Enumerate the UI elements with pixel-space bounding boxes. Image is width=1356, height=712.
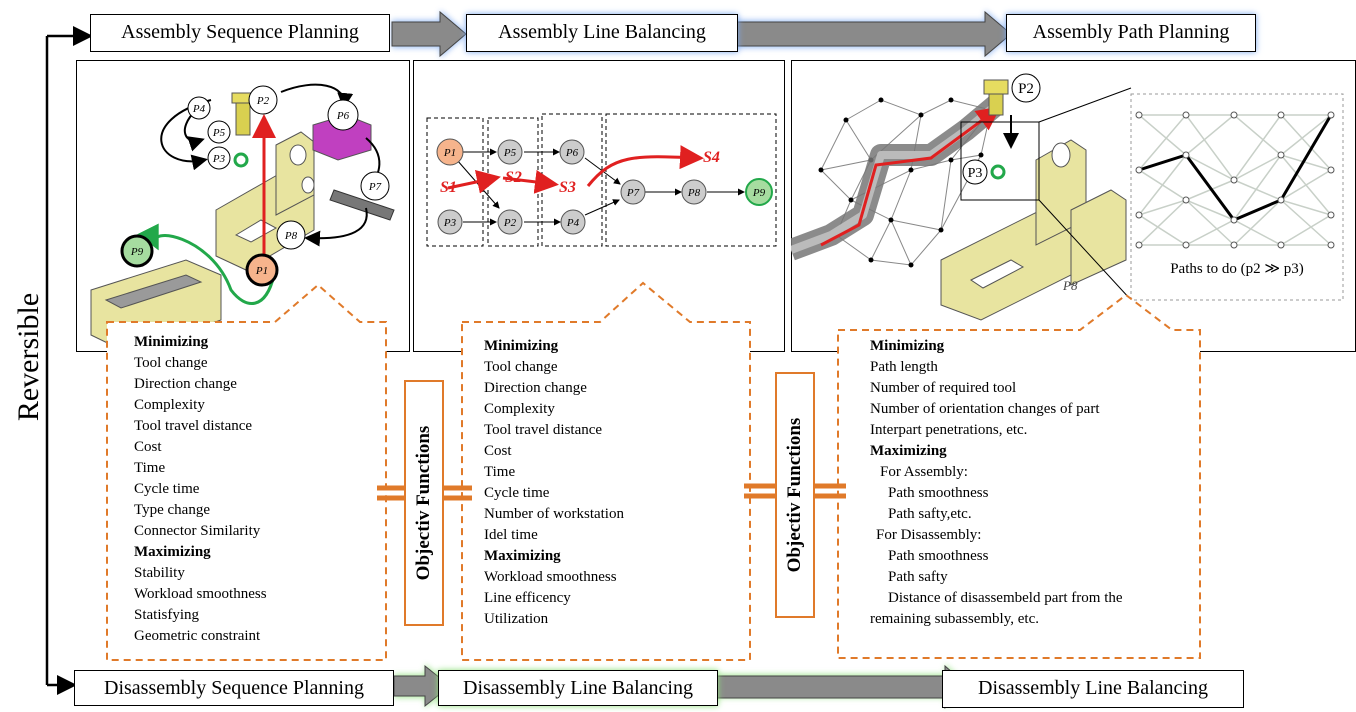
list-item: Interpart penetrations, etc.	[870, 422, 1028, 438]
list-item: remaining subassembly, etc.	[870, 611, 1039, 627]
maximizing-heading: Maximizing	[484, 548, 561, 564]
list-item: Number of workstation	[484, 506, 624, 522]
list-item: Tool change	[134, 355, 208, 371]
for-disassembly-heading: For Disassembly:	[876, 527, 982, 543]
list-item: Utilization	[484, 611, 549, 627]
list-item: Path safty,etc.	[888, 506, 972, 522]
list-item: Line efficency	[484, 590, 571, 606]
seq-s1: S1	[440, 179, 457, 196]
list-item: Complexity	[484, 401, 555, 417]
p7-label: P7	[368, 181, 382, 193]
assembly-arrow-1	[391, 10, 467, 58]
node-p1: P1	[443, 147, 456, 159]
p9-label: P9	[130, 246, 144, 258]
p6-label: P6	[336, 110, 350, 122]
list-item: Tool travel distance	[484, 422, 603, 438]
seq-s3: S3	[559, 179, 576, 196]
maximizing-heading: Maximizing	[870, 443, 947, 459]
p8-label: P8	[284, 230, 298, 242]
list-item: Workload smoothness	[484, 569, 617, 585]
list-item: Cycle time	[484, 485, 550, 501]
stage-assembly-line-balancing: Assembly Line Balancing	[466, 14, 738, 52]
list-item: Cycle time	[134, 481, 200, 497]
node-p4: P4	[566, 217, 580, 229]
list-item: Type change	[134, 502, 210, 518]
list-item: Stability	[134, 565, 185, 581]
node-p5: P5	[503, 147, 517, 159]
list-item: Path smoothness	[888, 485, 989, 501]
minimizing-heading: Minimizing	[484, 338, 559, 354]
node-p3: P3	[443, 217, 457, 229]
node-p8: P8	[687, 187, 701, 199]
path-p2-label: P2	[1018, 81, 1034, 97]
assembly-arrow-2	[734, 10, 1012, 58]
path-p8-label: P8	[1062, 278, 1078, 293]
path-objectives: Minimizing Path length Number of require…	[870, 336, 1123, 630]
stage-disassembly-line-balancing: Disassembly Line Balancing	[438, 670, 718, 706]
list-item: Number of orientation changes of part	[870, 401, 1100, 417]
node-p6: P6	[565, 147, 579, 159]
list-item: Path safty	[888, 569, 948, 585]
p4-label: P4	[192, 103, 206, 115]
minimizing-heading: Minimizing	[870, 338, 945, 354]
list-item: Geometric constraint	[134, 628, 261, 644]
path-p3-label: P3	[968, 166, 983, 181]
list-item: Time	[484, 464, 516, 480]
paths-caption: Paths to do (p2 ≫ p3)	[1170, 261, 1304, 277]
stage-disassembly-line-balancing-2: Disassembly Line Balancing	[942, 670, 1244, 708]
list-item: Workload smoothness	[134, 586, 267, 602]
line-balancing-panel	[413, 60, 785, 352]
list-item: Connector Similarity	[134, 523, 261, 539]
node-p2: P2	[503, 217, 517, 229]
stage-assembly-path-planning: Assembly Path Planning	[1006, 14, 1256, 52]
list-item: Path length	[870, 359, 938, 375]
objective-functions-box-1: Objectiv Functions	[404, 380, 444, 626]
objective-functions-box-2: Objectiv Functions	[775, 372, 815, 618]
list-item: Direction change	[484, 380, 587, 396]
objective-functions-label-2: Objectiv Functions	[784, 417, 805, 573]
seq-s4: S4	[703, 149, 720, 166]
objective-functions-label-1: Objectiv Functions	[413, 425, 434, 581]
sequence-objectives: Minimizing Tool change Direction change …	[134, 332, 267, 647]
list-item: Distance of disassembeld part from the	[888, 590, 1123, 606]
seq-s2: S2	[505, 169, 522, 186]
node-p9: P9	[752, 187, 766, 199]
maximizing-heading: Maximizing	[134, 544, 211, 560]
list-item: Path smoothness	[888, 548, 989, 564]
list-item: Cost	[484, 443, 512, 459]
list-item: Tool change	[484, 359, 558, 375]
for-assembly-heading: For Assembly:	[880, 464, 968, 480]
list-item: Number of required tool	[870, 380, 1017, 396]
list-item: Complexity	[134, 397, 205, 413]
list-item: Tool travel distance	[134, 418, 253, 434]
list-item: Statisfying	[134, 607, 200, 623]
list-item: Cost	[134, 439, 162, 455]
stage-assembly-sequence: Assembly Sequence Planning	[90, 14, 390, 52]
minimizing-heading: Minimizing	[134, 334, 209, 350]
list-item: Direction change	[134, 376, 237, 392]
list-item: Time	[134, 460, 166, 476]
reversible-bracket	[45, 26, 93, 695]
p2-label: P2	[256, 95, 270, 107]
balancing-objectives: Minimizing Tool change Direction change …	[484, 336, 624, 630]
p5-label: P5	[212, 127, 226, 139]
paths-inset	[1130, 93, 1344, 301]
list-item: Idel time	[484, 527, 538, 543]
precedence-graph: P1 P5 P6 P3 P2 P4 P7 P8 P9 S1 S2 S3 S4	[426, 113, 777, 247]
sequence-illustration: P2 P4 P5 P3 P6 P7 P8 P9 P1	[90, 83, 395, 352]
p1-label: P1	[255, 265, 268, 277]
path-illustration: P2 P3 P8 Paths to do (p2 ≫ p3)	[791, 73, 1344, 321]
p3-label: P3	[212, 153, 226, 165]
node-p7: P7	[626, 187, 640, 199]
disassembly-arrow-1	[393, 664, 451, 708]
stage-disassembly-sequence: Disassembly Sequence Planning	[74, 670, 394, 706]
